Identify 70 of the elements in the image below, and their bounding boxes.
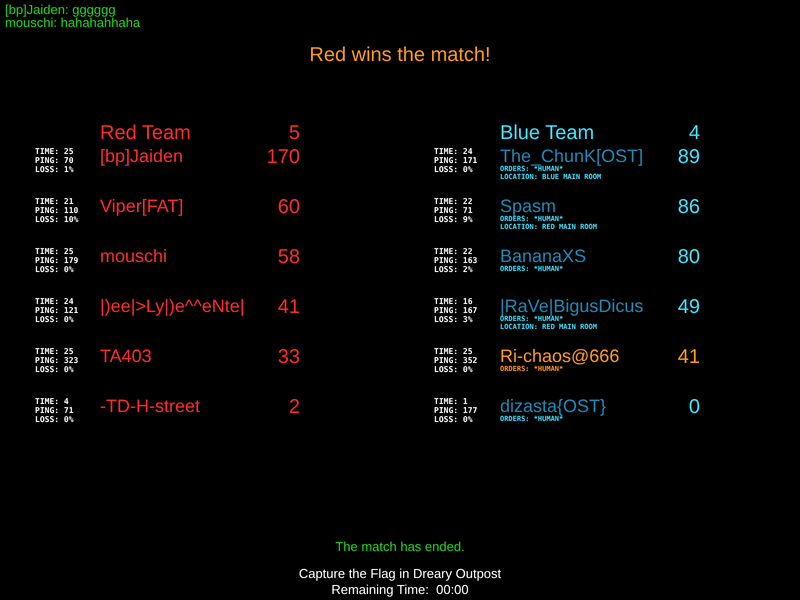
player-score: 89 bbox=[678, 147, 700, 167]
player-name: Ri-chaos@666 bbox=[500, 347, 620, 366]
player-name: Viper[FAT] bbox=[100, 197, 184, 216]
player-name: [bp]Jaiden bbox=[100, 147, 184, 166]
player-stat: LOSS: 10% bbox=[35, 216, 78, 224]
player-stat: PING: 177 bbox=[434, 407, 478, 415]
player-name: dizasta{OST} bbox=[500, 397, 606, 416]
player-stat: LOSS: 0% bbox=[434, 416, 473, 424]
map-name: Capture the Flag in Dreary Outpost bbox=[298, 567, 502, 581]
match-result-heading: Red wins the match! bbox=[308, 44, 492, 66]
team-score: 5 bbox=[288, 122, 300, 144]
player-stat: LOSS: 0% bbox=[35, 316, 74, 324]
player-stat: PING: 71 bbox=[434, 207, 473, 215]
chat-message: [bp]Jaiden: gggggg bbox=[5, 3, 116, 16]
player-stat: PING: 167 bbox=[434, 307, 478, 315]
player-score: 170 bbox=[266, 147, 300, 167]
player-stat: PING: 323 bbox=[35, 357, 78, 365]
player-stat: TIME: 1 bbox=[434, 398, 468, 406]
player-stat: TIME: 24 bbox=[434, 148, 473, 156]
status-message: The match has ended. bbox=[334, 540, 466, 554]
player-stat: LOSS: 0% bbox=[35, 366, 74, 374]
remaining-time: Remaining Time: 00:00 bbox=[330, 583, 470, 597]
player-name: -TD-H-street bbox=[100, 397, 200, 416]
player-stat: LOSS: 0% bbox=[35, 416, 74, 424]
team-score: 4 bbox=[688, 122, 700, 144]
player-score: 80 bbox=[678, 247, 700, 267]
player-stat: LOSS: 9% bbox=[434, 216, 473, 224]
player-stat: PING: 163 bbox=[434, 257, 478, 265]
player-name: Spasm bbox=[500, 197, 556, 216]
player-stat: LOSS: 0% bbox=[434, 366, 473, 374]
chat-message: mouschi: hahahahhaha bbox=[5, 16, 140, 29]
player-stat: PING: 71 bbox=[35, 407, 74, 415]
player-stat: TIME: 22 bbox=[434, 248, 473, 256]
player-score: 58 bbox=[278, 247, 300, 267]
player-stat: TIME: 16 bbox=[434, 298, 473, 306]
player-stat: PING: 352 bbox=[434, 357, 478, 365]
player-stat: TIME: 25 bbox=[35, 348, 74, 356]
player-stat: PING: 179 bbox=[35, 257, 78, 265]
player-name: mouschi bbox=[100, 247, 168, 266]
player-name: TA403 bbox=[100, 347, 152, 366]
player-stat: LOSS: 0% bbox=[35, 266, 74, 274]
player-stat: PING: 110 bbox=[35, 207, 78, 215]
player-name: The_ChunK[OST] bbox=[500, 147, 644, 166]
player-stat: PING: 171 bbox=[434, 157, 478, 165]
player-name: BananaXS bbox=[500, 247, 586, 266]
player-stat: TIME: 25 bbox=[35, 148, 74, 156]
player-stat: TIME: 25 bbox=[35, 248, 74, 256]
player-stat: LOSS: 1% bbox=[35, 166, 74, 174]
player-stat: TIME: 22 bbox=[434, 198, 473, 206]
player-score: 33 bbox=[278, 347, 300, 367]
player-score: 41 bbox=[678, 347, 700, 367]
player-score: 0 bbox=[688, 397, 700, 417]
player-stat: TIME: 4 bbox=[35, 398, 69, 406]
player-score: 60 bbox=[278, 197, 300, 217]
player-score: 86 bbox=[678, 197, 700, 217]
player-stat: LOSS: 0% bbox=[434, 166, 473, 174]
player-stat: TIME: 24 bbox=[35, 298, 74, 306]
player-stat: TIME: 25 bbox=[434, 348, 473, 356]
player-name: |)ee|>Ly|)e^^eNte| bbox=[100, 297, 244, 316]
team-name: Red Team bbox=[100, 122, 191, 144]
player-stat: PING: 70 bbox=[35, 157, 74, 165]
player-stat: LOSS: 2% bbox=[434, 266, 473, 274]
team-name: Blue Team bbox=[500, 122, 594, 144]
player-name: |RaVe|BigusDicus bbox=[500, 297, 644, 316]
player-score: 41 bbox=[278, 297, 300, 317]
player-stat: LOSS: 3% bbox=[434, 316, 473, 324]
player-stat: PING: 121 bbox=[35, 307, 78, 315]
player-score: 2 bbox=[288, 397, 300, 417]
player-stat: TIME: 21 bbox=[35, 198, 74, 206]
player-score: 49 bbox=[678, 297, 700, 317]
